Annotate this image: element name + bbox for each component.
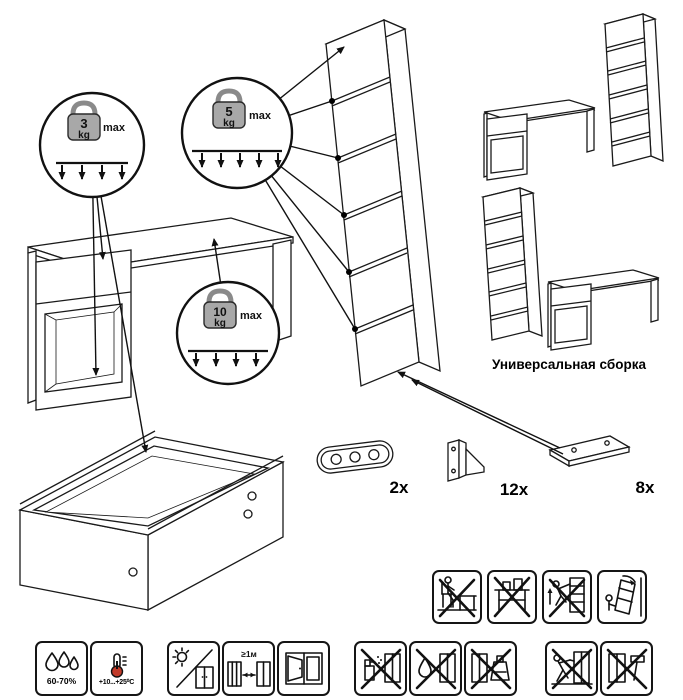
tipping-hazard-icon — [605, 575, 642, 617]
load-arrows-10kg — [192, 353, 260, 367]
weight-limit-3kg: 3 kg max — [38, 91, 146, 199]
drawer-drawing — [18, 430, 285, 612]
humidity-range-label: 60-70% — [46, 676, 77, 687]
icon-temperature: +10...+25⁰C — [90, 641, 143, 696]
universal-assembly-caption: Универсальная сборка — [492, 357, 646, 372]
hardware-bracket-drawing — [447, 439, 485, 482]
variant-shelf-mid-right — [480, 187, 543, 341]
icon-tipping-hazard-anchor — [597, 570, 647, 624]
bracket-count-label: 12x — [500, 480, 529, 499]
variant-desk-top-right — [483, 99, 596, 181]
no-solvents-icon — [470, 648, 511, 689]
weight-value-3kg: 3 — [80, 116, 87, 131]
weight-limit-5kg: 5 kg max — [180, 76, 294, 190]
icon-no-solvents — [464, 641, 517, 696]
icon-no-hammering — [600, 641, 653, 696]
hardware-foot-drawing — [548, 435, 631, 468]
thermometer-icon — [110, 652, 127, 678]
icon-no-standing-on-table — [487, 570, 537, 624]
weight-max-3kg: max — [103, 122, 126, 134]
no-climbing-icon — [547, 577, 586, 618]
open-window-icon — [284, 651, 323, 685]
load-arrows-3kg — [58, 165, 126, 180]
weight-unit-5kg: kg — [223, 118, 235, 129]
min-distance-label: ≥1м — [241, 649, 257, 659]
heater-distance-icon: ≥1м — [226, 649, 271, 687]
no-wet-cleaning-icon — [415, 648, 456, 689]
weight-value-5kg: 5 — [225, 104, 232, 119]
weight-max-5kg: max — [249, 110, 272, 122]
water-drops-icon — [44, 651, 79, 672]
icon-no-wet-cleaning — [409, 641, 462, 696]
icon-no-spraying — [354, 641, 407, 696]
icon-no-direct-sunlight — [167, 641, 220, 696]
icon-humidity: 60-70% — [35, 641, 88, 696]
sunlight-icon — [171, 646, 214, 689]
weight-3kg-icon: 3 kg — [67, 100, 101, 141]
variant-desk-mid-right — [547, 269, 660, 351]
no-dragging-icon — [550, 648, 593, 689]
weight-limit-10kg: 10 kg max — [175, 280, 281, 386]
icon-no-climbing-on-furniture — [542, 570, 592, 624]
weight-10kg-icon: 10 kg — [203, 288, 237, 329]
icon-no-dragging — [545, 641, 598, 696]
no-standing-on-table-icon — [493, 576, 531, 618]
weight-5kg-icon: 5 kg — [212, 88, 246, 129]
weight-unit-10kg: kg — [214, 318, 226, 329]
hardware-plate-drawing — [316, 440, 394, 474]
shelf-load-points — [329, 98, 358, 332]
foot-count-label: 8x — [636, 478, 655, 497]
icon-ventilation — [277, 641, 330, 696]
bookcase-drawing — [324, 18, 441, 387]
desk-drawing — [27, 217, 294, 411]
temperature-range-label: +10...+25⁰C — [98, 678, 135, 686]
weight-value-10kg: 10 — [213, 305, 227, 319]
variant-shelf-top-right — [602, 13, 664, 167]
plate-count-label: 2x — [390, 478, 409, 497]
no-spray-icon — [360, 648, 401, 689]
no-hammer-icon — [606, 648, 647, 689]
weight-unit-3kg: kg — [78, 130, 90, 141]
icon-no-standing-on-chair — [432, 570, 482, 624]
weight-max-10kg: max — [240, 310, 263, 322]
load-arrows-5kg — [198, 153, 282, 168]
no-standing-on-chair-icon — [437, 576, 477, 618]
icon-heater-distance: ≥1м — [222, 641, 275, 696]
